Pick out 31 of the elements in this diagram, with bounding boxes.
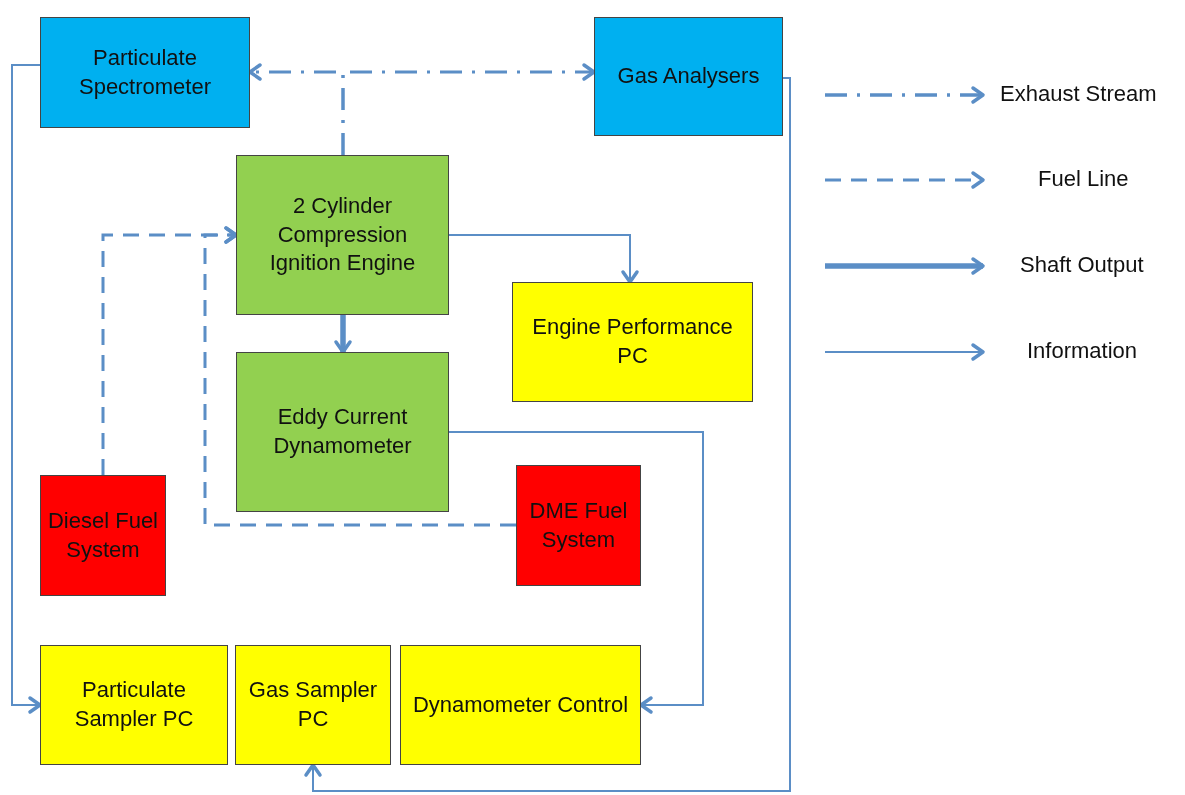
information-arrow bbox=[448, 234, 639, 284]
fuel-line-arrow bbox=[203, 226, 516, 527]
legend-label: Shaft Output bbox=[1020, 252, 1144, 278]
legend-label: Information bbox=[1027, 338, 1138, 364]
node-label: Gas Sampler PC bbox=[247, 676, 379, 733]
legend-label: Exhaust Stream bbox=[1000, 81, 1157, 107]
information-arrow bbox=[304, 77, 791, 792]
fuel-system-box bbox=[40, 475, 166, 596]
node-label: DME Fuel System bbox=[528, 496, 629, 554]
instrument-box bbox=[594, 17, 783, 136]
computer-box bbox=[40, 645, 228, 765]
node-label: Engine Performance PC bbox=[531, 313, 734, 370]
computer-box bbox=[512, 282, 753, 402]
node-label: Dynamometer Control bbox=[412, 690, 629, 719]
engine-box bbox=[236, 352, 449, 512]
information-arrow bbox=[448, 431, 704, 714]
legend-label: Fuel Line bbox=[1038, 166, 1129, 192]
shaft-arrow bbox=[334, 315, 352, 354]
engine-box bbox=[236, 155, 449, 315]
node-label: Gas Analysers bbox=[617, 62, 760, 91]
node-label: Particulate Spectrometer bbox=[77, 43, 213, 101]
instrument-box bbox=[40, 17, 250, 128]
node-label: Eddy Current Dynamometer bbox=[272, 403, 413, 460]
node-label: 2 Cylinder Compression Ignition Engine bbox=[268, 192, 417, 278]
node-label: Particulate Sampler PC bbox=[73, 676, 195, 733]
computer-box bbox=[400, 645, 641, 765]
exhaust-arrow bbox=[341, 63, 596, 155]
fuel-system-box bbox=[516, 465, 641, 586]
information-arrow bbox=[11, 64, 42, 714]
computer-box bbox=[235, 645, 391, 765]
node-label: Diesel Fuel System bbox=[46, 506, 159, 564]
